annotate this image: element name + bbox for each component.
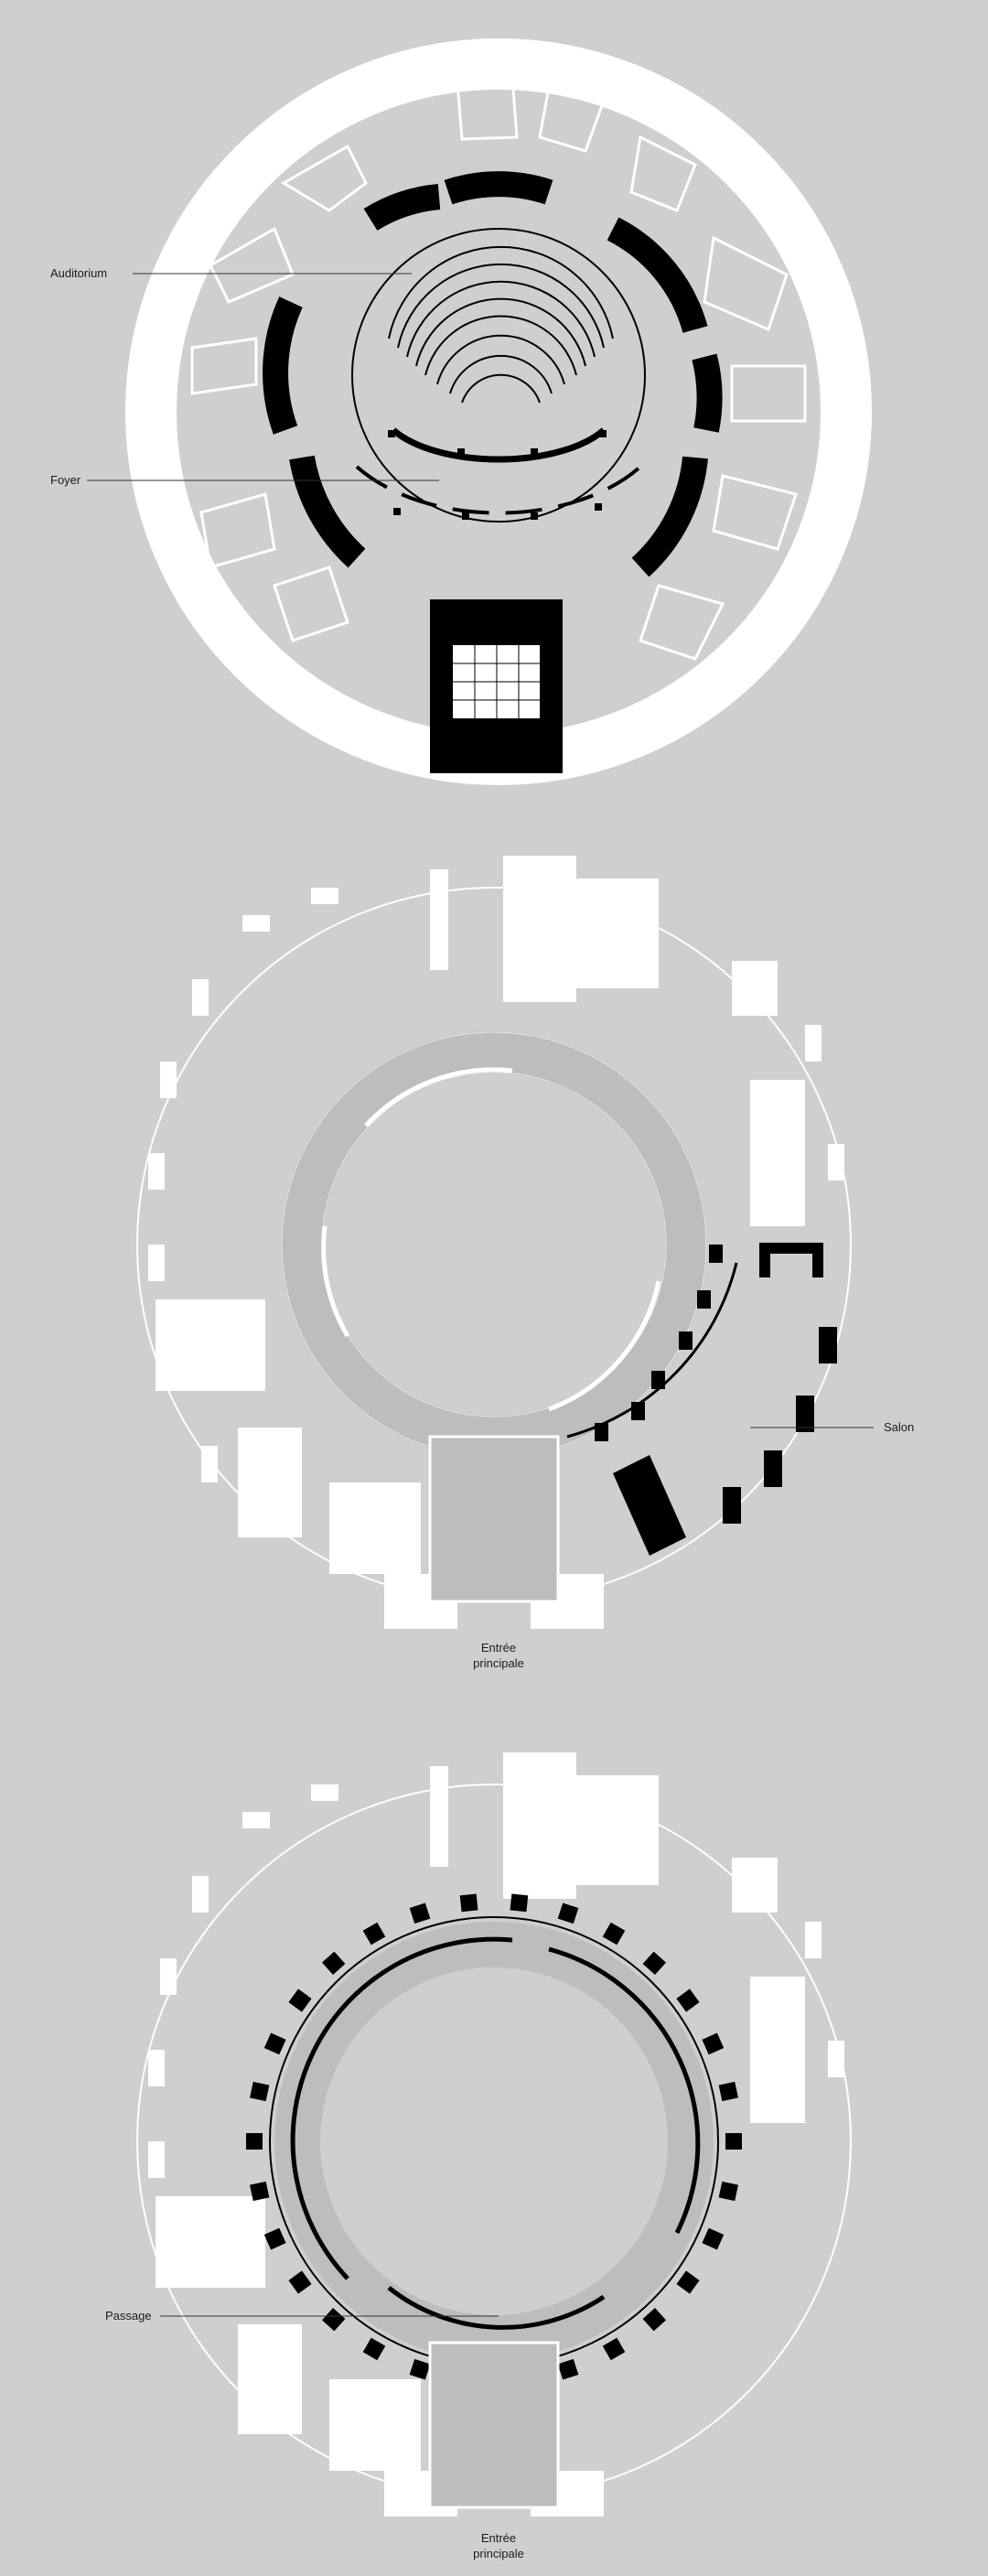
entrance-hatched	[428, 1435, 560, 1603]
inner-black-arc-bottom	[387, 2286, 606, 2330]
label-entrance-1b: principale	[473, 1656, 524, 1670]
salon-arc	[566, 1262, 738, 1439]
label-passage: Passage	[105, 2309, 152, 2323]
pier	[676, 2270, 700, 2294]
pier	[362, 2337, 386, 2361]
foyer-columns	[388, 430, 607, 520]
pier	[409, 2358, 431, 2380]
label-entrance-2a: Entrée	[480, 2531, 517, 2545]
inner-line-ring	[351, 228, 646, 523]
pier	[557, 1902, 579, 1924]
label-salon: Salon	[884, 1420, 915, 1434]
pier	[702, 2227, 725, 2250]
pier	[321, 2307, 346, 2332]
pier	[321, 1951, 346, 1976]
pier	[409, 1902, 431, 1924]
pier	[725, 2133, 742, 2150]
pier	[510, 1893, 529, 1913]
pier	[459, 1893, 478, 1913]
pier	[602, 2337, 626, 2361]
label-auditorium: Auditorium	[50, 266, 108, 280]
outer-piers	[148, 856, 844, 1629]
passage-piers	[246, 1893, 742, 2380]
inner-black-arc-right	[548, 1946, 701, 2235]
pier	[642, 1951, 667, 1976]
inner-white-arc	[364, 1067, 513, 1127]
pier	[263, 2032, 286, 2055]
inner-black-arc-left	[290, 1936, 513, 2280]
label-foyer: Foyer	[50, 473, 81, 487]
salon-walls	[595, 1243, 837, 1556]
pier	[602, 1922, 626, 1945]
hatched-ring-2	[274, 1922, 714, 2361]
inner-wall-ring	[263, 171, 723, 577]
pier	[250, 2081, 270, 2102]
label-entrance-1a: Entrée	[480, 1641, 517, 1654]
pier	[250, 2181, 270, 2202]
pier	[718, 2181, 738, 2202]
pier	[642, 2307, 667, 2332]
pier	[362, 1922, 386, 1945]
pier	[676, 1989, 700, 2012]
plan-1-auditorium-level	[87, 38, 872, 785]
pier	[246, 2133, 263, 2150]
auditorium-seating	[388, 245, 614, 404]
entrance-hatched-2	[428, 2341, 560, 2509]
pier	[702, 2032, 725, 2055]
pier	[288, 1989, 312, 2012]
outer-piers-2	[148, 1752, 844, 2517]
pier	[288, 2270, 312, 2294]
pier	[718, 2081, 738, 2102]
hatched-ring	[281, 1031, 707, 1458]
outer-rooms	[190, 76, 807, 661]
pier	[263, 2227, 286, 2250]
plan-3-passage-level	[136, 1752, 852, 2517]
stage-curve	[391, 427, 607, 463]
pier	[557, 2358, 579, 2380]
plan-2-salon-level	[136, 856, 874, 1629]
label-entrance-2b: principale	[473, 2547, 524, 2560]
